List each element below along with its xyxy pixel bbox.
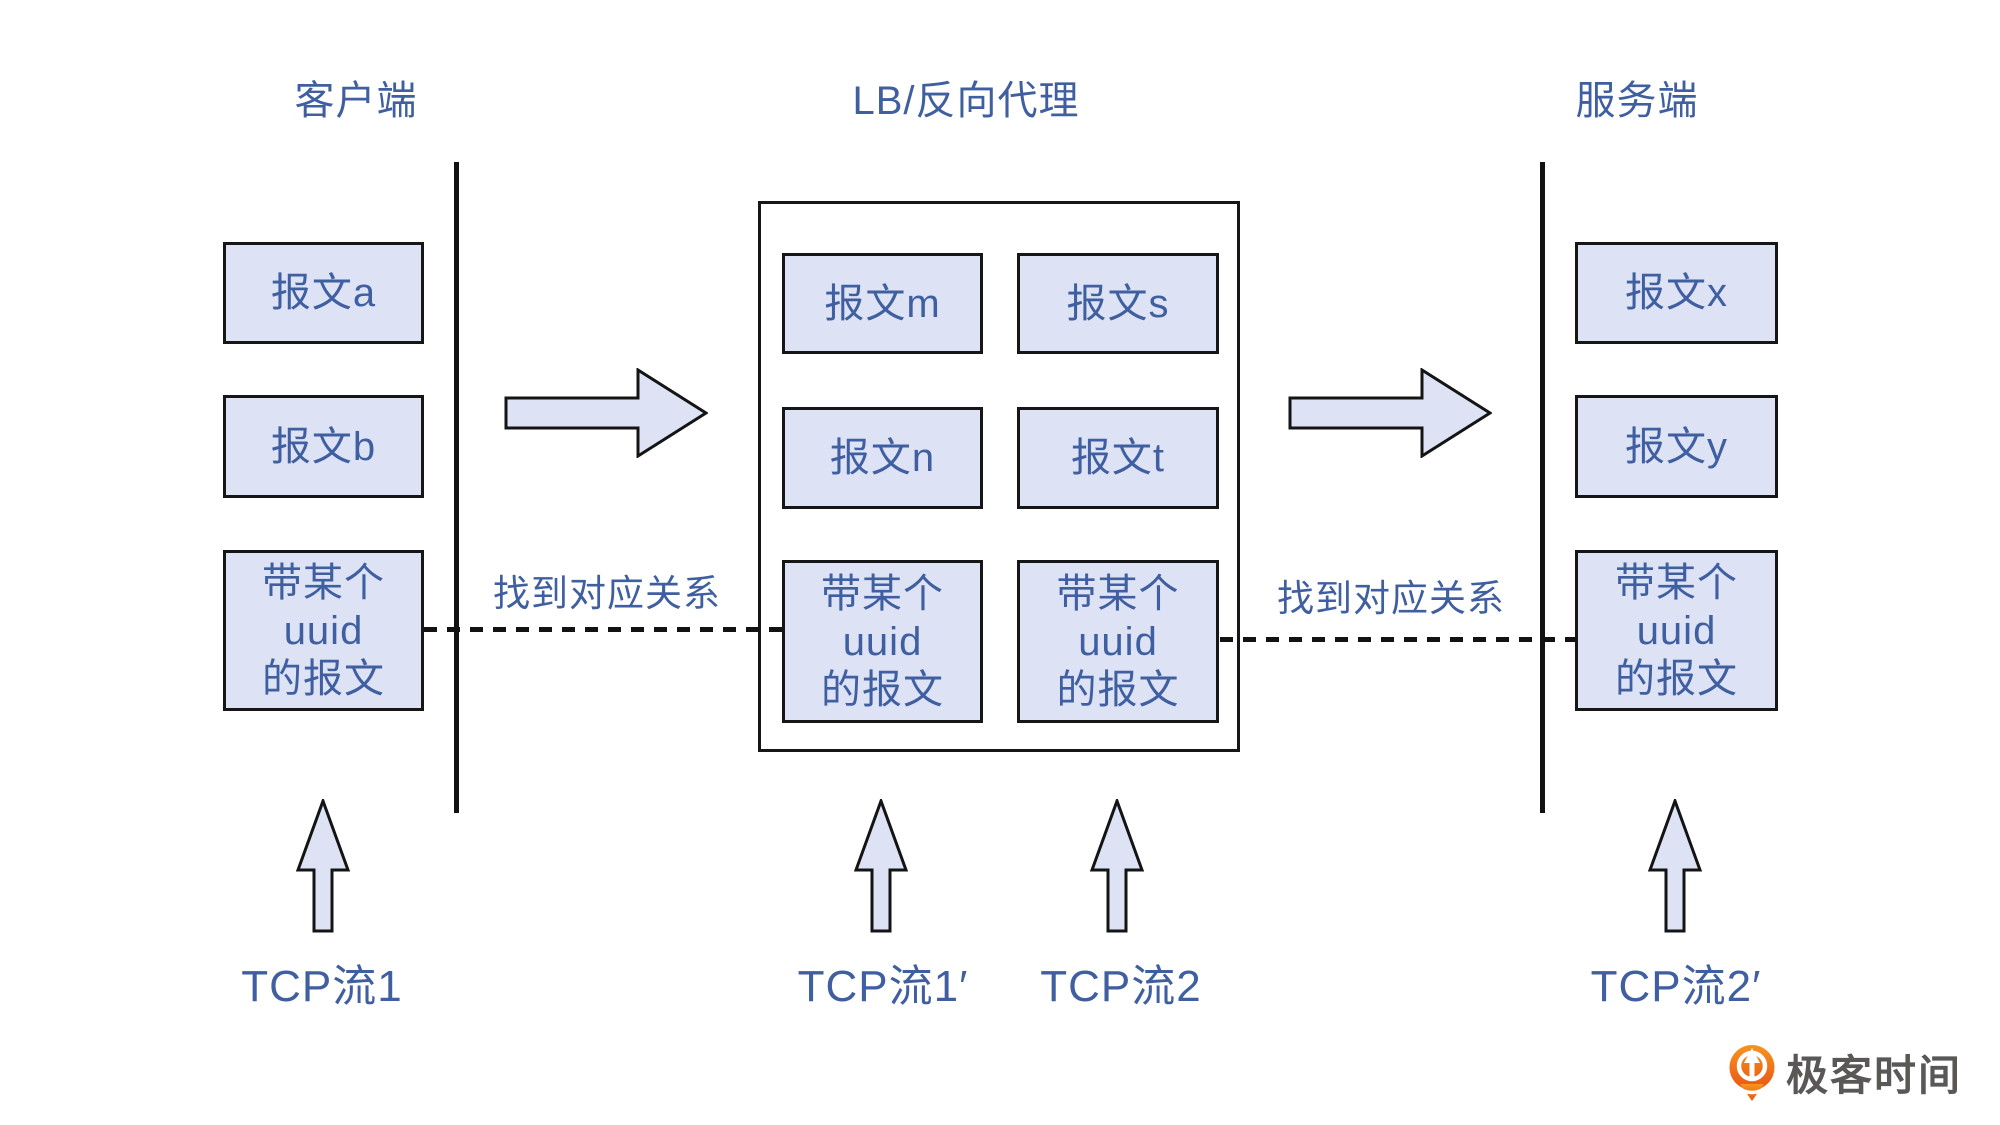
tcp-stream1-up-arrow-icon — [296, 799, 350, 933]
brand-logo: 极客时间 — [1728, 1042, 1962, 1103]
packet-box-lb-uuid-1: 带某个 uuid 的报文 — [782, 560, 983, 723]
tcp-stream2-label: TCP流2 — [1040, 962, 1202, 1011]
uuid-correspondence-dotted-line-right — [1220, 637, 1575, 642]
tcp-stream1p-label: TCP流1′ — [797, 962, 969, 1011]
client-lb-separator-line — [454, 162, 459, 813]
flow-arrow-client-to-lb-icon — [504, 368, 708, 458]
packet-box-server-uuid: 带某个 uuid 的报文 — [1575, 550, 1778, 711]
packet-box-m: 报文m — [782, 253, 983, 354]
server-column-title: 服务端 — [1575, 79, 1699, 123]
brand-name: 极客时间 — [1786, 1052, 1963, 1099]
packet-box-x: 报文x — [1575, 242, 1778, 344]
client-column-title: 客户端 — [294, 79, 418, 123]
tcp-stream1p-up-arrow-icon — [854, 799, 908, 933]
packet-box-s: 报文s — [1017, 253, 1219, 354]
packet-box-lb-uuid-2: 带某个 uuid 的报文 — [1017, 560, 1219, 723]
lb-column-title: LB/反向代理 — [852, 79, 1080, 123]
lb-server-separator-line — [1540, 162, 1545, 813]
packet-box-b: 报文b — [223, 395, 424, 498]
geektime-logo-icon — [1729, 1044, 1775, 1101]
tcp-stream1-label: TCP流1 — [241, 962, 403, 1011]
packet-box-a: 报文a — [223, 242, 424, 344]
tcp-stream2-up-arrow-icon — [1090, 799, 1144, 933]
tcp-stream2p-up-arrow-icon — [1648, 799, 1702, 933]
mapping-label-left: 找到对应关系 — [493, 573, 721, 614]
packet-box-n: 报文n — [782, 407, 983, 509]
uuid-correspondence-dotted-line-left — [424, 627, 782, 632]
packet-box-y: 报文y — [1575, 395, 1778, 498]
flow-arrow-lb-to-server-icon — [1288, 368, 1492, 458]
packet-box-client-uuid: 带某个 uuid 的报文 — [223, 550, 424, 711]
packet-box-t: 报文t — [1017, 407, 1219, 509]
tcp-stream2p-label: TCP流2′ — [1590, 962, 1762, 1011]
mapping-label-right: 找到对应关系 — [1277, 578, 1505, 619]
